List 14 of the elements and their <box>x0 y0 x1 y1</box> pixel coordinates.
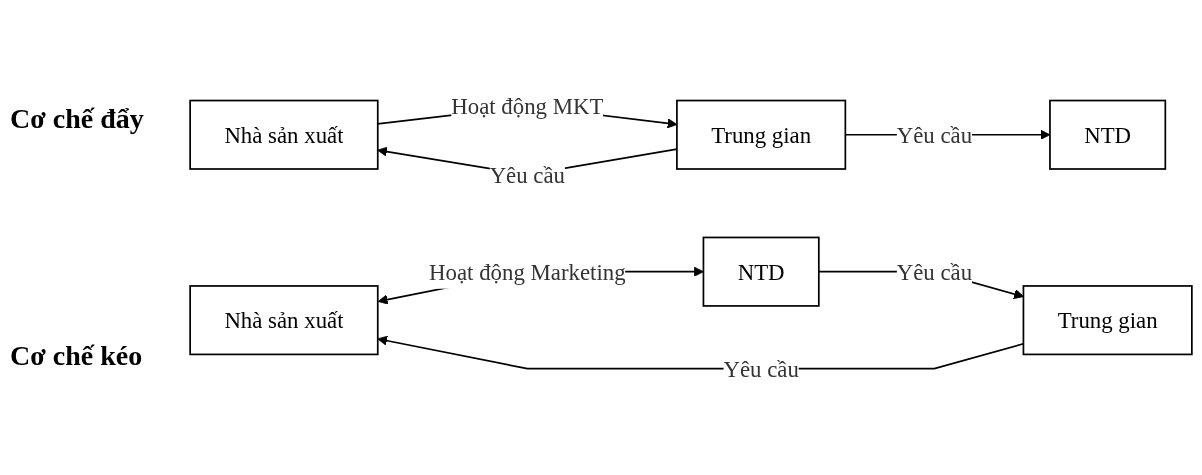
edge-label: Yêu cầu <box>896 259 973 285</box>
node-box: NTD <box>1049 99 1167 170</box>
node-box: Trung gian <box>1022 285 1193 356</box>
edge-label: Hoạt động MKT <box>451 93 604 119</box>
node-box: Trung gian <box>676 99 847 170</box>
row-heading: Cơ chế đẩy <box>10 102 145 135</box>
node-box: NTD <box>702 236 820 307</box>
row-heading: Cơ chế kéo <box>10 340 144 373</box>
node-box: Nhà sản xuất <box>189 99 379 170</box>
edge-label: Hoạt động Marketing <box>429 259 626 285</box>
edge-label: Yêu cầu <box>896 122 973 148</box>
edge-label: Yêu cầu <box>723 356 799 382</box>
edge-label: Yêu cầu <box>489 162 566 188</box>
node-box: Nhà sản xuất <box>189 285 379 356</box>
